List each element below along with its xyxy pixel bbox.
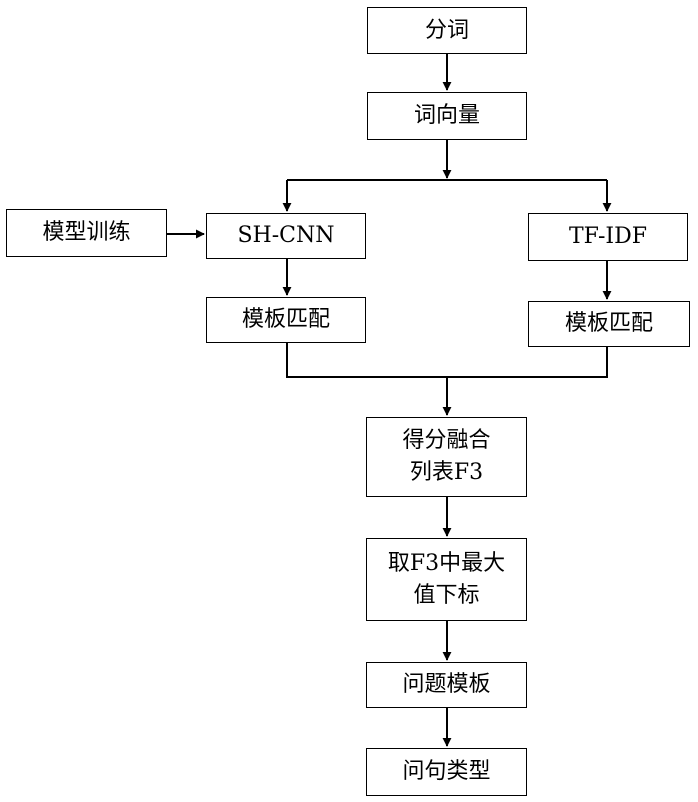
node-question-type: 问句类型 <box>366 748 527 796</box>
node-sh-cnn: SH-CNN <box>206 213 366 259</box>
node-template-match-left: 模板匹配 <box>206 297 366 343</box>
node-template-match-right: 模板匹配 <box>528 301 690 347</box>
node-word-vector: 词向量 <box>367 92 527 140</box>
node-model-training: 模型训练 <box>6 209 167 257</box>
node-tf-idf: TF-IDF <box>528 213 688 261</box>
node-tokenize: 分词 <box>367 7 527 54</box>
node-question-template: 问题模板 <box>366 662 527 708</box>
merge-connector <box>287 343 607 377</box>
node-score-fusion: 得分融合 列表F3 <box>366 417 527 497</box>
node-max-index: 取F3中最大 值下标 <box>366 538 527 621</box>
